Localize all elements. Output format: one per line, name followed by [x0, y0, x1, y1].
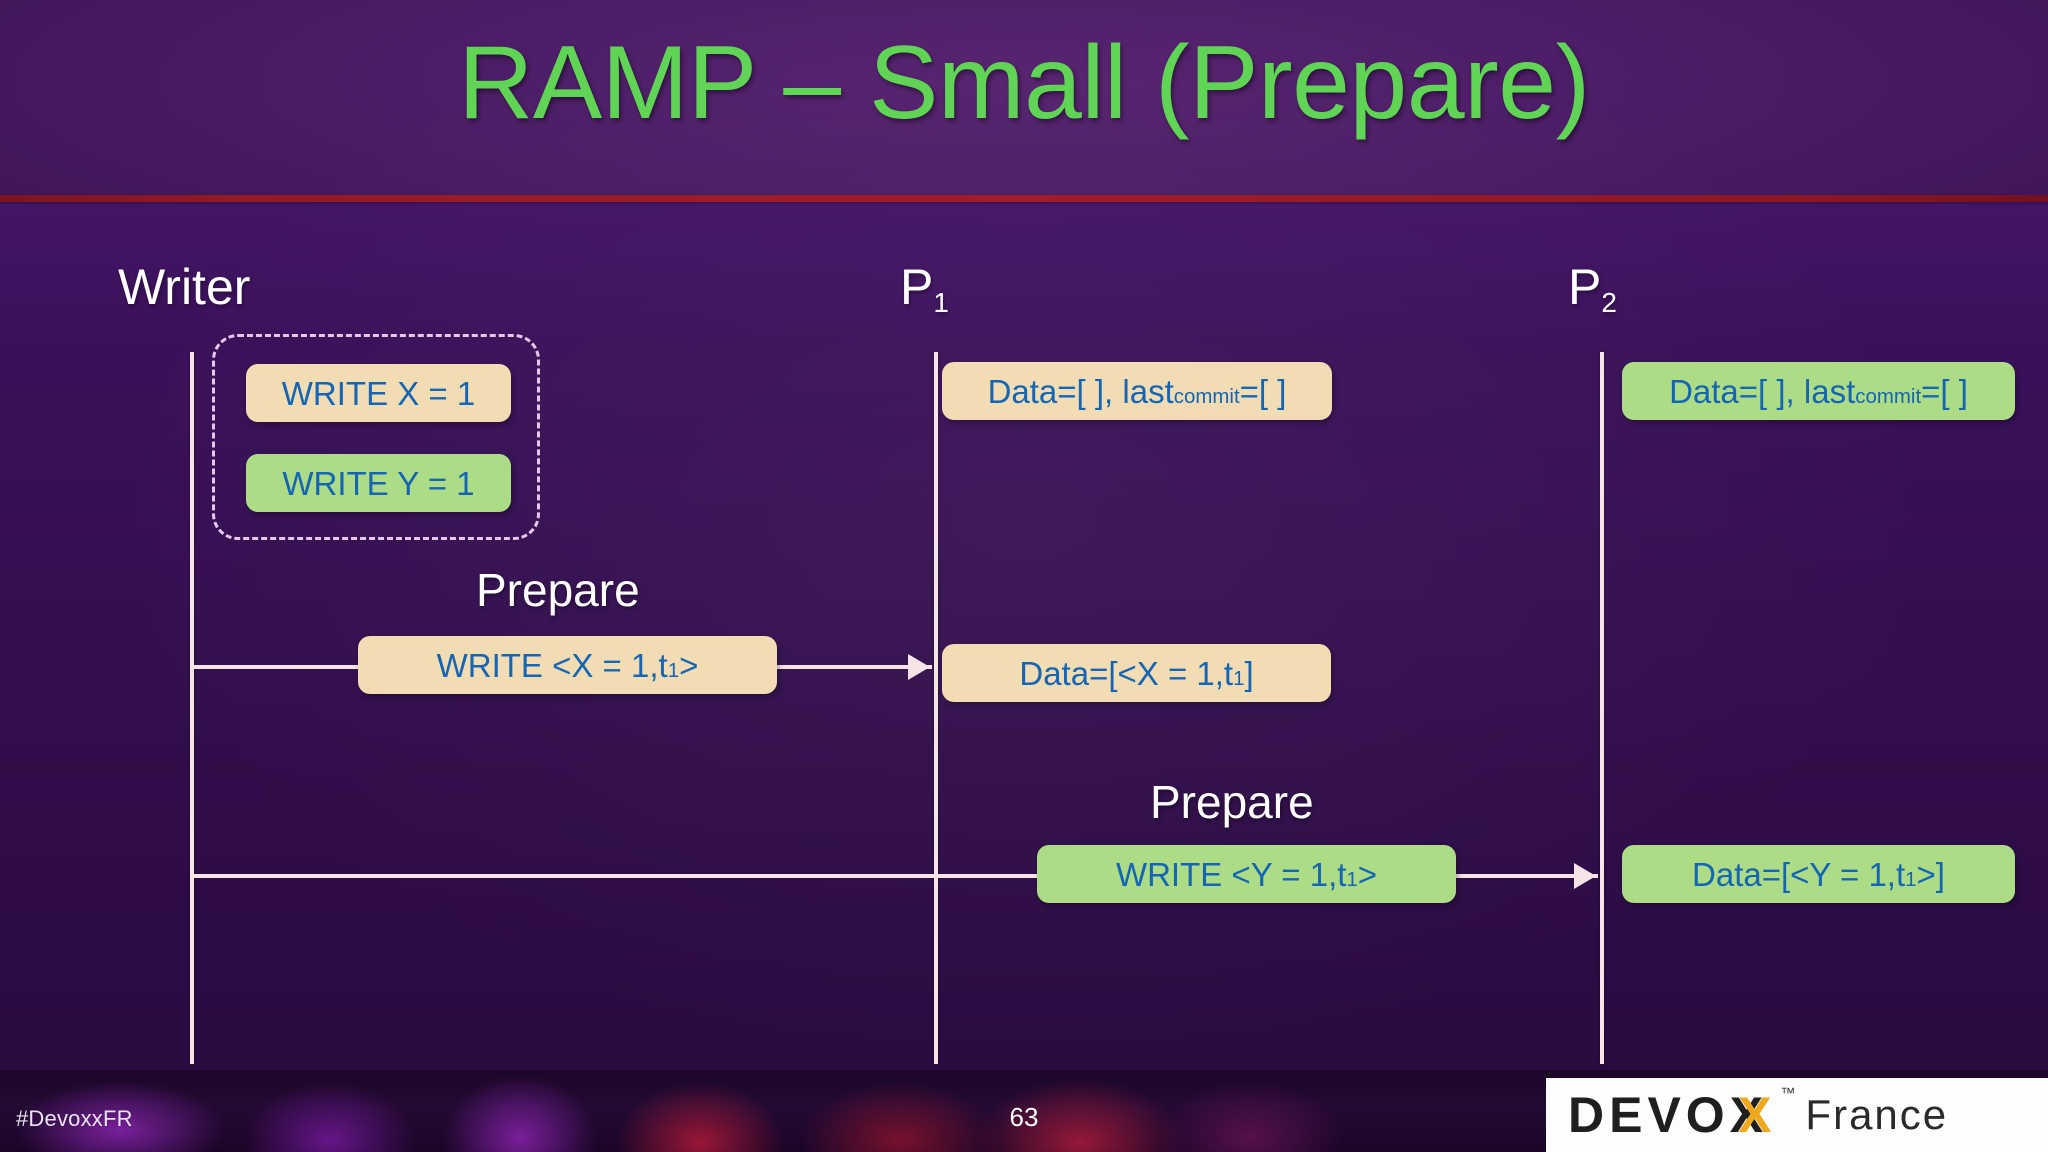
- lifeline-label-p2-text: P: [1568, 259, 1602, 315]
- trademark-icon: ™: [1780, 1084, 1796, 1102]
- lifeline-label-p1: P1: [900, 258, 949, 319]
- footer-hashtag: #DevoxxFR: [16, 1106, 133, 1131]
- message-payload-prepare-y-prefix: WRITE <Y = 1,t: [1115, 855, 1347, 893]
- arrow-head-prepare-y: [1574, 863, 1596, 889]
- page-title: RAMP – Small (Prepare): [458, 25, 1590, 141]
- message-payload-prepare-y-sub: 1: [1346, 868, 1358, 892]
- message-label-prepare-x: Prepare: [476, 564, 640, 616]
- state-p2-after-prefix: Data=[<Y = 1,t: [1692, 855, 1906, 893]
- operation-write-y-text: WRITE Y = 1: [282, 464, 475, 502]
- arrow-line-prepare-y: [190, 874, 1598, 878]
- state-p1-initial-sub: commit: [1173, 385, 1240, 409]
- lifeline-label-p2: P2: [1568, 258, 1617, 319]
- state-p2-initial-suffix: =[ ]: [1921, 372, 1968, 410]
- arrow-head-prepare-x: [908, 654, 930, 680]
- operation-write-x-text: WRITE X = 1: [281, 374, 476, 412]
- lifeline-p2: [1600, 352, 1604, 1064]
- state-p2-after-suffix: >]: [1916, 855, 1945, 893]
- lifeline-label-writer-text: Writer: [118, 259, 251, 315]
- devoxx-france-logo: DEVOX X ™ France: [1546, 1078, 2048, 1152]
- transaction-group-box: [212, 334, 540, 540]
- header-background-glow: [0, 0, 2048, 198]
- lifeline-label-p2-sub: 2: [1601, 287, 1617, 319]
- state-p2-initial-sub: commit: [1855, 385, 1922, 409]
- devoxx-logo-x-icon: X: [1738, 1087, 1777, 1143]
- lifeline-label-p1-text: P: [900, 259, 934, 315]
- state-p1-initial-suffix: =[ ]: [1239, 372, 1287, 410]
- message-label-prepare-y: Prepare: [1150, 776, 1314, 828]
- title-divider-line: [0, 195, 2048, 202]
- state-p1-initial-prefix: Data=[ ], last: [987, 372, 1174, 410]
- message-payload-prepare-x-prefix: WRITE <X = 1,t: [436, 646, 668, 684]
- lifeline-p1: [934, 352, 938, 1064]
- lifeline-label-p1-sub: 1: [933, 287, 949, 319]
- lifeline-label-writer: Writer: [118, 258, 250, 316]
- state-p2-after-sub: 1: [1905, 868, 1917, 892]
- state-p1-after-suffix: ]: [1244, 654, 1254, 692]
- lifeline-writer: [190, 352, 194, 1064]
- slide-footer: #DevoxxFR 63 DEVOX X ™ France: [0, 1070, 2048, 1152]
- message-payload-prepare-x-suffix: >: [679, 646, 699, 684]
- devoxx-logo-suffix: France: [1805, 1091, 1949, 1138]
- message-payload-prepare-y-suffix: >: [1357, 855, 1378, 893]
- state-p1-after-prefix: Data=[<X = 1,t: [1019, 654, 1234, 692]
- message-payload-prepare-x-sub: 1: [667, 659, 680, 683]
- state-p1-after-sub: 1: [1233, 667, 1245, 691]
- operation-write-x: WRITE X = 1: [246, 364, 511, 422]
- operation-write-y: WRITE Y = 1: [246, 454, 511, 512]
- state-p2-initial-prefix: Data=[ ], last: [1669, 372, 1856, 410]
- footer-page-number: 63: [1009, 1102, 1039, 1132]
- devoxx-logo-text: DEVOX: [1568, 1087, 1769, 1143]
